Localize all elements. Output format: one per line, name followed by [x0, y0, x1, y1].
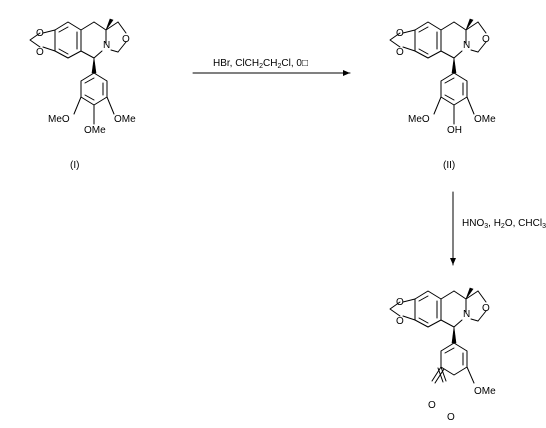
- compound-1-o2: O: [36, 47, 44, 58]
- compound-3-o3: O: [482, 303, 490, 314]
- compound-3-o2: O: [396, 316, 404, 327]
- compound-2-ome-left: MeO: [408, 114, 430, 125]
- compound-3-quinone-o1: O: [428, 400, 436, 411]
- compound-2-ome-right: OMe: [474, 114, 496, 125]
- compound-2-oh: OH: [447, 125, 462, 136]
- compound-1-label: (I): [70, 160, 79, 171]
- compound-1-ome-para: OMe: [84, 125, 106, 136]
- compound-1-o3: O: [122, 34, 130, 45]
- compound-3-quinone-o2: O: [447, 412, 455, 423]
- compound-2-o3: O: [482, 34, 490, 45]
- reaction-2-conditions: HNO3, H2O, CHCl3: [462, 218, 546, 230]
- reaction-1-conditions: HBr, ClCH2CH2Cl, 0□: [213, 58, 308, 70]
- compound-1-ome-left: MeO: [48, 114, 70, 125]
- compound-1-structure: [29, 18, 127, 125]
- compound-1-o1: O: [36, 28, 44, 39]
- compound-3-n: N: [463, 309, 470, 320]
- compound-1-ome-right: OMe: [114, 114, 136, 125]
- compound-1-n: N: [103, 40, 110, 51]
- compound-3-ome: OMe: [474, 386, 496, 397]
- compound-2-o1: O: [396, 28, 404, 39]
- compound-2-o2: O: [396, 47, 404, 58]
- compound-2-n: N: [463, 40, 470, 51]
- compound-2-structure: [389, 18, 487, 125]
- compound-3-o1: O: [396, 297, 404, 308]
- compound-3-structure: [389, 287, 487, 384]
- compound-2-label: (II): [443, 160, 455, 171]
